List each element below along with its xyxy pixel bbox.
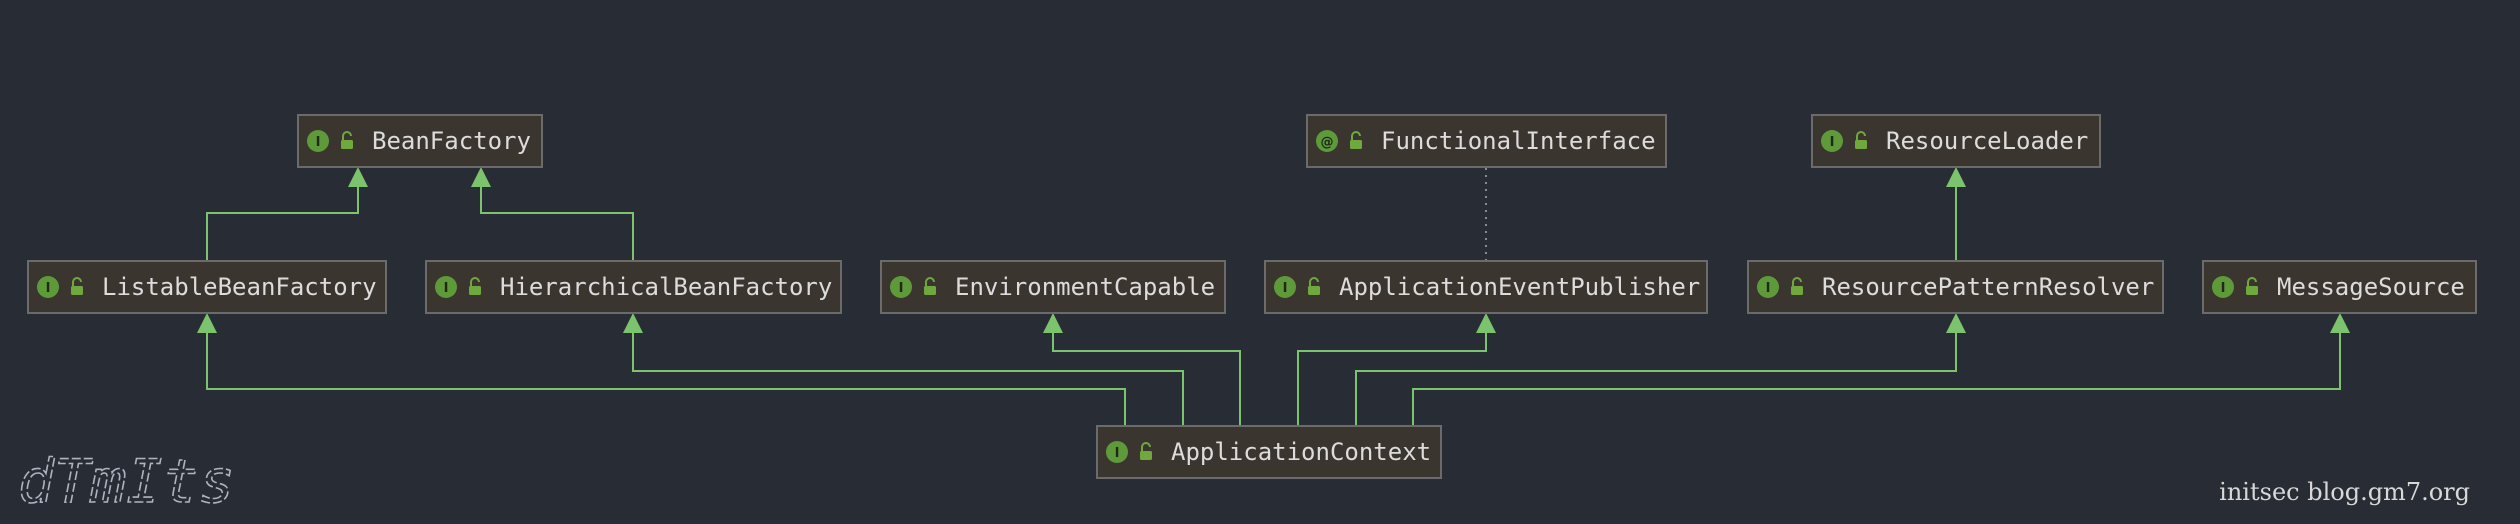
node-label: ApplicationContext: [1171, 438, 1431, 466]
interface-icon: [1274, 276, 1296, 298]
inheritance-arrowhead: [348, 167, 368, 187]
badge-letter: I: [2221, 281, 2226, 296]
interface-icon: [435, 276, 457, 298]
interface-icon: [890, 276, 912, 298]
edge-ApplicationContext-to-ResourcePatternResolver: [1355, 313, 1966, 426]
interface-icon: [37, 276, 59, 298]
inheritance-line: [1052, 331, 1241, 426]
badge-letter: I: [1830, 135, 1835, 150]
interface-icon: [1821, 130, 1843, 152]
public-lock-icon: [1855, 131, 1867, 149]
inheritance-arrowhead: [1043, 313, 1063, 333]
edges-layer: [197, 167, 2350, 426]
inheritance-arrowhead: [2330, 313, 2350, 333]
node-EnvironmentCapable[interactable]: I EnvironmentCapable: [880, 260, 1226, 314]
node-label: EnvironmentCapable: [955, 273, 1215, 301]
node-ApplicationEventPublisher[interactable]: I ApplicationEventPublisher: [1264, 260, 1708, 314]
public-lock-icon: [1791, 277, 1803, 295]
badge-letter: @: [1321, 135, 1334, 150]
public-lock-icon: [341, 131, 353, 149]
public-lock-icon: [1350, 131, 1362, 149]
node-label: MessageSource: [2277, 273, 2465, 301]
node-BeanFactory[interactable]: I BeanFactory: [297, 114, 543, 168]
edge-ApplicationContext-to-ListableBeanFactory: [197, 313, 1126, 426]
inheritance-line: [206, 331, 1126, 426]
badge-letter: I: [444, 281, 449, 296]
public-lock-icon: [1308, 277, 1320, 295]
node-ApplicationContext[interactable]: I ApplicationContext: [1096, 425, 1442, 479]
node-label: HierarchicalBeanFactory: [500, 273, 832, 301]
inheritance-line: [206, 185, 359, 261]
public-lock-icon: [1140, 442, 1152, 460]
inheritance-arrowhead: [1476, 313, 1496, 333]
annotation-type-icon: [1316, 130, 1338, 152]
watermark-site: initsec blog.gm7.org: [2219, 478, 2470, 506]
public-lock-icon: [71, 277, 83, 295]
node-label: BeanFactory: [372, 127, 531, 155]
inheritance-line: [1412, 331, 2341, 426]
inheritance-arrowhead: [1946, 167, 1966, 187]
inheritance-arrowhead: [471, 167, 491, 187]
inheritance-line: [480, 185, 634, 261]
node-label: ResourcePatternResolver: [1822, 273, 2154, 301]
inheritance-line: [632, 331, 1184, 426]
edge-HierarchicalBeanFactory-to-BeanFactory: [471, 167, 634, 261]
public-lock-icon: [2246, 277, 2258, 295]
public-lock-icon: [469, 277, 481, 295]
node-box: [880, 260, 1226, 314]
inheritance-arrowhead: [1946, 313, 1966, 333]
badge-letter: I: [1283, 281, 1288, 296]
badge-letter: I: [316, 135, 321, 150]
inheritance-arrowhead: [623, 313, 643, 333]
node-box: [1747, 260, 2164, 314]
edge-ApplicationContext-to-MessageSource: [1412, 313, 2350, 426]
badge-letter: I: [899, 281, 904, 296]
interface-icon: [307, 130, 329, 152]
node-label: ListableBeanFactory: [102, 273, 377, 301]
node-box: [297, 114, 543, 168]
node-ListableBeanFactory[interactable]: I ListableBeanFactory: [27, 260, 387, 314]
public-lock-icon: [924, 277, 936, 295]
edge-ResourcePatternResolver-to-ResourceLoader: [1946, 167, 1966, 261]
inheritance-line: [1297, 331, 1487, 426]
node-label: FunctionalInterface: [1381, 127, 1656, 155]
node-box: [27, 260, 387, 314]
node-box: [1306, 114, 1667, 168]
interface-icon: [1757, 276, 1779, 298]
badge-letter: I: [46, 281, 51, 296]
badge-letter: I: [1115, 446, 1120, 461]
node-label: ResourceLoader: [1886, 127, 2088, 155]
node-HierarchicalBeanFactory[interactable]: I HierarchicalBeanFactory: [425, 260, 842, 314]
node-box: [2202, 260, 2477, 314]
node-label: ApplicationEventPublisher: [1339, 273, 1700, 301]
node-box: [425, 260, 842, 314]
node-FunctionalInterface[interactable]: @ FunctionalInterface: [1306, 114, 1667, 168]
node-MessageSource[interactable]: I MessageSource: [2202, 260, 2477, 314]
node-ResourcePatternResolver[interactable]: I ResourcePatternResolver: [1747, 260, 2164, 314]
node-box: [1264, 260, 1708, 314]
watermark-logo: dTmIts: [18, 447, 235, 517]
edge-ApplicationContext-to-EnvironmentCapable: [1043, 313, 1241, 426]
inheritance-arrowhead: [197, 313, 217, 333]
interface-icon: [2212, 276, 2234, 298]
inheritance-line: [1355, 331, 1957, 426]
edge-ApplicationContext-to-HierarchicalBeanFactory: [623, 313, 1184, 426]
node-ResourceLoader[interactable]: I ResourceLoader: [1811, 114, 2101, 168]
interface-icon: [1106, 441, 1128, 463]
edge-ListableBeanFactory-to-BeanFactory: [206, 167, 368, 261]
badge-letter: I: [1766, 281, 1771, 296]
node-box: [1096, 425, 1442, 479]
edge-ApplicationContext-to-ApplicationEventPublisher: [1297, 313, 1496, 426]
